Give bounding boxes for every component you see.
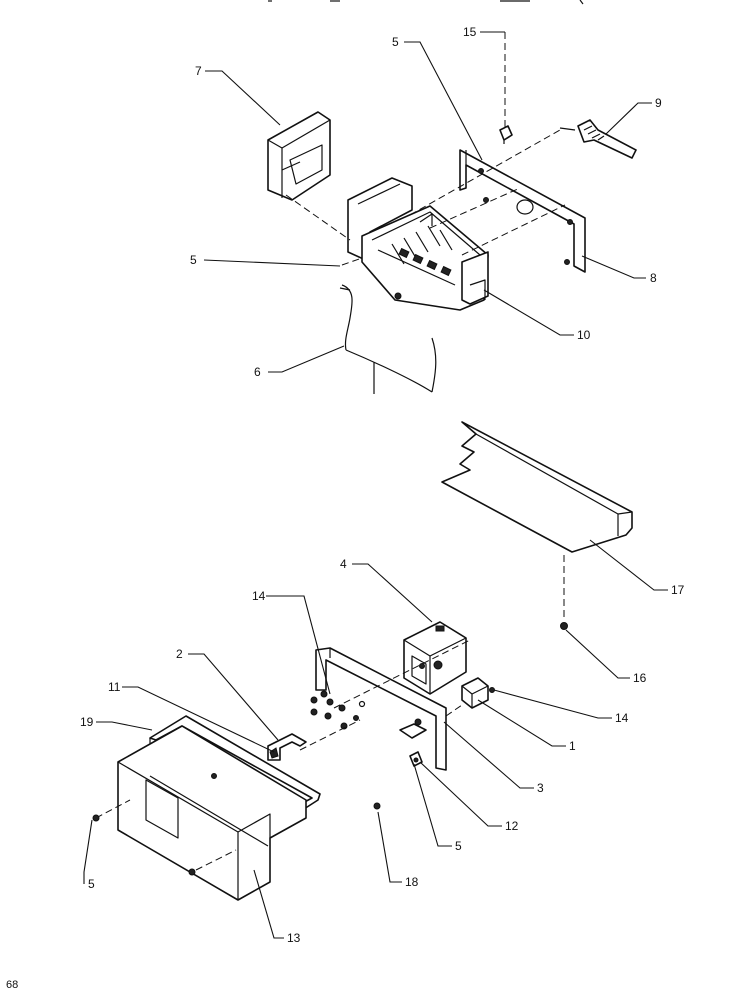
part-16-screw xyxy=(560,555,568,630)
callout-10: 10 xyxy=(577,328,591,342)
callout-8: 8 xyxy=(650,271,657,285)
part-7-cover-bracket xyxy=(267,111,331,201)
callout-5-left: 5 xyxy=(190,253,197,267)
part-12-clip xyxy=(409,751,423,767)
callout-3: 3 xyxy=(537,781,544,795)
callout-13: 13 xyxy=(287,931,301,945)
callout-11: 11 xyxy=(108,680,121,694)
part-18-nut xyxy=(373,802,381,810)
top-edge-fragments xyxy=(268,0,584,5)
leader-lines xyxy=(83,31,668,939)
part-17-cover-panel xyxy=(441,421,633,553)
callout-2: 2 xyxy=(176,647,183,661)
part-6-wire-harness xyxy=(339,284,437,394)
callout-12: 12 xyxy=(505,819,519,833)
part-14-screws xyxy=(310,690,366,730)
lower-assembly-lines xyxy=(92,639,471,876)
part-8-mounting-plate xyxy=(459,149,586,273)
part-13-housing xyxy=(117,725,307,901)
part-1-switch xyxy=(461,677,495,709)
part-2-bracket xyxy=(267,733,307,761)
part-15-clip xyxy=(499,125,513,144)
callout-19: 19 xyxy=(80,715,94,729)
part-10-ice-maker xyxy=(347,177,489,311)
callout-5-bottom: 5 xyxy=(88,877,95,891)
callout-18: 18 xyxy=(405,875,419,889)
callout-1: 1 xyxy=(569,739,576,753)
callout-14-left: 14 xyxy=(252,589,266,603)
callout-7: 7 xyxy=(195,64,202,78)
callout-6: 6 xyxy=(254,365,261,379)
callout-15: 15 xyxy=(463,25,477,39)
callout-17: 17 xyxy=(671,583,685,597)
callout-5-top: 5 xyxy=(392,35,399,49)
callout-16: 16 xyxy=(633,671,647,685)
page-number: 68 xyxy=(6,979,18,991)
callout-4: 4 xyxy=(340,557,347,571)
part-9-actuator xyxy=(559,119,637,159)
callout-9: 9 xyxy=(655,96,662,110)
callout-labels: 7 5 15 9 5 8 10 6 17 16 4 14 2 11 19 14 … xyxy=(80,25,685,945)
upper-assembly-lines xyxy=(285,32,566,266)
part-3-bracket xyxy=(315,647,447,771)
callout-14-right: 14 xyxy=(615,711,629,725)
callout-5-right: 5 xyxy=(455,839,462,853)
